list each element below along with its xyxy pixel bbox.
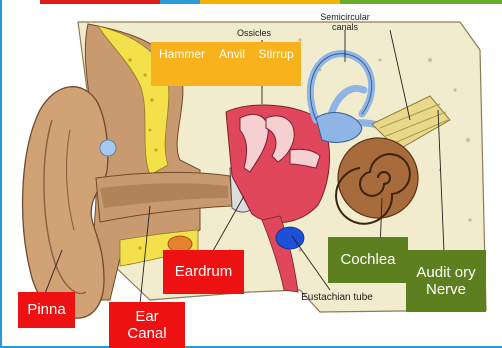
auditory-nerve-label: Audit ory Nerve (406, 250, 486, 312)
auditory-nerve-label-line1: Audit ory (416, 264, 475, 281)
auditory-nerve-label-line2: Nerve (426, 281, 466, 298)
ear-canal-label-line2: Canal (127, 325, 166, 342)
ossicles-printed-label: Ossicles (226, 29, 282, 39)
cochlea-label: Cochlea (328, 237, 408, 283)
stirrup-label: Stirrup (254, 45, 298, 65)
eustachian-printed-label: Eustachian tube (292, 292, 382, 303)
ear-canal-label-line1: Ear (135, 308, 158, 325)
eardrum-label: Eardrum (163, 250, 244, 294)
canals-printed-label: canals (300, 23, 390, 33)
hammer-label: Hammer (154, 45, 210, 65)
pinna-label: Pinna (18, 292, 75, 328)
canal-blue-spot (100, 140, 116, 156)
ear-canal-label: Ear Canal (109, 302, 185, 348)
blue-vessel (276, 227, 304, 249)
anvil-label: Anvil (214, 45, 250, 65)
